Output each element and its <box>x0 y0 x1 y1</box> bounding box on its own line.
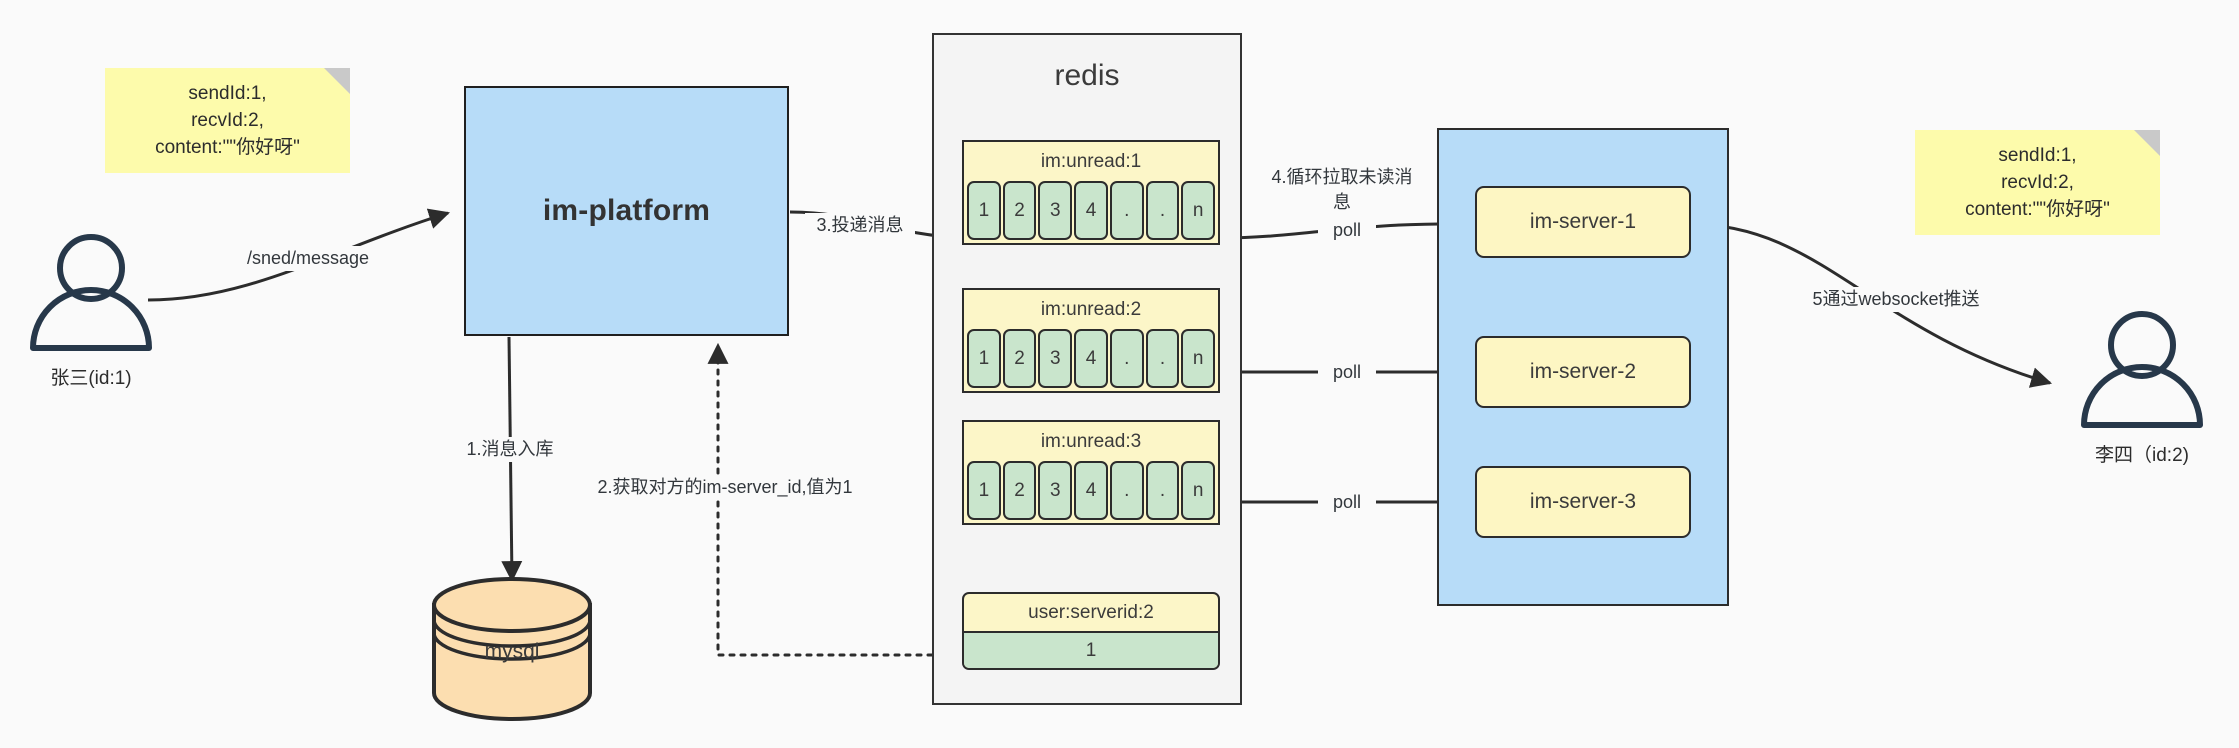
im-server-2-label: im-server-2 <box>1529 360 1637 383</box>
sticky-note-right-text: sendId:1, recvId:2, content:""你好呀" <box>1965 145 2110 220</box>
redis-kv-user-serverid[interactable]: user:serverid:2 1 <box>962 592 1220 670</box>
mysql-label: mysql <box>484 640 540 663</box>
redis-list-key: im:unread:3 <box>964 422 1218 461</box>
redis-cell[interactable]: 3 <box>1038 329 1073 388</box>
redis-cell[interactable]: . <box>1145 461 1180 520</box>
sender-label: 张三(id:1) <box>50 368 132 389</box>
redis-kv-value: 1 <box>964 633 1218 668</box>
im-server-1-box[interactable]: im-server-1 <box>1475 186 1691 258</box>
redis-cell[interactable]: 1 <box>967 461 1001 520</box>
redis-list-im-unread-3[interactable]: im:unread:3 1 2 3 4 . . n <box>962 420 1220 525</box>
redis-cell[interactable]: . <box>1145 329 1180 388</box>
redis-list-cells: 1 2 3 4 . . n <box>964 329 1218 391</box>
redis-list-key: im:unread:1 <box>964 142 1218 181</box>
edge-label-poll-3: poll <box>1318 490 1376 515</box>
receiver-label: 李四（id:2) <box>2095 445 2189 466</box>
im-platform-box[interactable]: im-platform <box>464 86 789 336</box>
sticky-note-left-text: sendId:1, recvId:2, content:""你好呀" <box>155 83 300 158</box>
redis-cell[interactable]: 1 <box>967 329 1001 388</box>
redis-cell[interactable]: . <box>1109 329 1144 388</box>
redis-list-im-unread-2[interactable]: im:unread:2 1 2 3 4 . . n <box>962 288 1220 393</box>
edge-label-step3: 3.投递消息 <box>805 213 915 238</box>
im-server-3-label: im-server-3 <box>1529 490 1637 513</box>
redis-cell[interactable]: 4 <box>1074 181 1108 240</box>
edge-label-step5: 5通过websocket推送 <box>1786 287 2006 312</box>
redis-cell[interactable]: 2 <box>1002 181 1037 240</box>
sticky-note-left: sendId:1, recvId:2, content:""你好呀" <box>105 68 350 173</box>
redis-cell[interactable]: 3 <box>1038 181 1073 240</box>
edge-label-poll-2: poll <box>1318 360 1376 385</box>
sticky-fold-icon <box>324 68 350 94</box>
redis-cell[interactable]: 4 <box>1074 461 1108 520</box>
redis-cell[interactable]: 2 <box>1002 329 1037 388</box>
redis-cell[interactable]: 3 <box>1038 461 1073 520</box>
redis-cell[interactable]: . <box>1109 461 1144 520</box>
edge-step2-serverid <box>707 342 967 657</box>
redis-cell[interactable]: . <box>1109 181 1144 240</box>
redis-list-im-unread-1[interactable]: im:unread:1 1 2 3 4 . . n <box>962 140 1220 245</box>
edge-label-poll-1: poll <box>1318 218 1376 243</box>
redis-kv-key: user:serverid:2 <box>964 594 1218 633</box>
sender-user-icon <box>30 234 152 351</box>
im-server-2-box[interactable]: im-server-2 <box>1475 336 1691 408</box>
im-platform-label: im-platform <box>542 194 711 227</box>
redis-title: redis <box>1054 59 1120 92</box>
redis-cell[interactable]: n <box>1181 329 1216 388</box>
edge-label-step1: 1.消息入库 <box>455 437 565 462</box>
edge-label-send-message: /sned/message <box>228 246 388 271</box>
redis-list-cells: 1 2 3 4 . . n <box>964 461 1218 523</box>
edge-label-step2: 2.获取对方的im-server_id,值为1 <box>580 475 870 500</box>
sticky-fold-icon <box>2134 130 2160 156</box>
redis-list-cells: 1 2 3 4 . . n <box>964 181 1218 243</box>
redis-list-key: im:unread:2 <box>964 290 1218 329</box>
redis-cell[interactable]: 2 <box>1002 461 1037 520</box>
im-server-1-label: im-server-1 <box>1529 210 1637 233</box>
redis-cell[interactable]: . <box>1145 181 1180 240</box>
mysql-node[interactable]: mysql <box>434 640 590 680</box>
edge-label-step4: 4.循环拉取未读消 息 <box>1252 165 1432 215</box>
redis-cell[interactable]: 1 <box>967 181 1001 240</box>
im-server-3-box[interactable]: im-server-3 <box>1475 466 1691 538</box>
sticky-note-right: sendId:1, recvId:2, content:""你好呀" <box>1915 130 2160 235</box>
redis-cell[interactable]: n <box>1181 181 1216 240</box>
redis-cell[interactable]: n <box>1181 461 1216 520</box>
redis-cell[interactable]: 4 <box>1074 329 1108 388</box>
receiver-user-icon <box>2081 311 2203 428</box>
